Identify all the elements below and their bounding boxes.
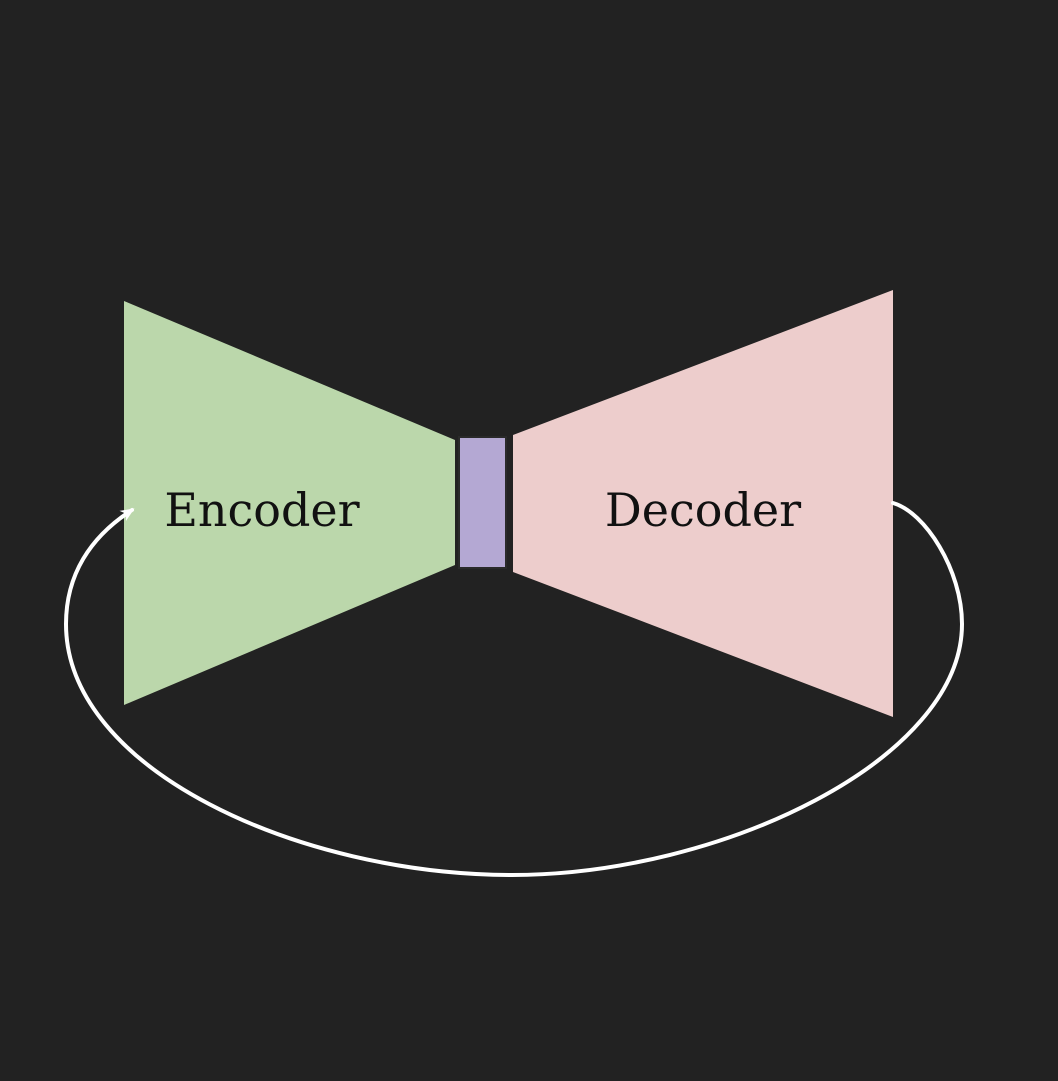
feedback-loop-arrow: [63, 501, 965, 878]
latent-bottleneck: [458, 436, 507, 569]
encoder-label: Encoder: [164, 483, 359, 537]
decoder-block: [513, 290, 893, 717]
encoder-block: [124, 301, 455, 705]
decoder-label: Decoder: [605, 483, 801, 537]
